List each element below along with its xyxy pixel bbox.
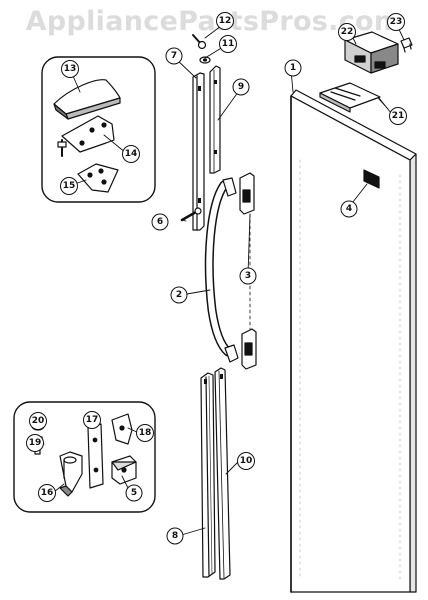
callout-10: 10 <box>237 452 255 470</box>
callout-6: 6 <box>151 213 169 231</box>
callout-2: 2 <box>170 286 188 304</box>
callout-15: 15 <box>60 177 78 195</box>
trim-strip-8 <box>200 372 216 578</box>
callout-21-text: 21 <box>392 111 405 121</box>
callout-8-text: 8 <box>172 531 178 541</box>
callout-9: 9 <box>232 78 250 96</box>
callout-19: 19 <box>26 434 44 452</box>
callout-14-text: 14 <box>125 149 138 159</box>
callout-23: 23 <box>387 13 405 31</box>
callout-20-text: 20 <box>32 416 45 426</box>
callout-20: 20 <box>29 412 47 430</box>
callout-11: 11 <box>219 35 237 53</box>
clip-23 <box>400 37 413 53</box>
trim-strip-9 <box>209 65 221 174</box>
end-cap-3-bottom <box>241 328 257 370</box>
callout-1: 1 <box>284 59 302 77</box>
callout-22: 22 <box>338 23 356 41</box>
callout-21: 21 <box>389 107 407 125</box>
washer-11 <box>199 56 211 64</box>
callout-7: 7 <box>165 47 183 65</box>
callout-17: 17 <box>83 411 101 429</box>
trim-strip-10 <box>214 367 231 580</box>
door-panel <box>290 89 417 593</box>
end-cap-3-top <box>239 172 255 215</box>
callout-7-text: 7 <box>171 51 177 61</box>
callout-4: 4 <box>340 200 358 218</box>
callout-8: 8 <box>166 527 184 545</box>
callout-9-text: 9 <box>238 82 244 92</box>
callout-19-text: 19 <box>29 438 42 448</box>
callout-13: 13 <box>61 60 79 78</box>
callout-17-text: 17 <box>86 415 99 425</box>
callout-15-text: 15 <box>63 181 76 191</box>
callout-2-text: 2 <box>176 290 182 300</box>
screw-6 <box>180 207 202 222</box>
callouts: 1 2 3 4 5 6 7 8 9 10 11 12 13 14 15 16 1… <box>26 12 407 545</box>
callout-23-text: 23 <box>390 17 403 27</box>
hinge-cover-21 <box>319 82 389 113</box>
door-handle-2 <box>204 177 239 363</box>
callout-3: 3 <box>239 267 257 285</box>
screw-12 <box>192 34 207 50</box>
callout-1-text: 1 <box>290 63 296 73</box>
door-label-sticker <box>363 169 380 189</box>
callout-14: 14 <box>122 145 140 163</box>
callout-10-text: 10 <box>240 456 253 466</box>
callout-16-text: 16 <box>41 488 54 498</box>
hinge-block-22 <box>344 31 399 74</box>
callout-4-text: 4 <box>346 204 352 214</box>
inset-box-hinge-parts <box>41 56 156 203</box>
callout-13-text: 13 <box>64 64 77 74</box>
callout-12: 12 <box>216 12 234 30</box>
trim-strip-7 <box>192 72 205 231</box>
callout-5-text: 5 <box>131 488 137 498</box>
callout-12-text: 12 <box>219 16 232 26</box>
callout-11-text: 11 <box>222 39 235 49</box>
callout-6-text: 6 <box>157 217 163 227</box>
callout-22-text: 22 <box>341 27 354 37</box>
callout-5: 5 <box>125 484 143 502</box>
callout-18-text: 18 <box>139 428 152 438</box>
callout-3-text: 3 <box>245 271 251 281</box>
callout-16: 16 <box>38 484 56 502</box>
callout-18: 18 <box>136 424 154 442</box>
